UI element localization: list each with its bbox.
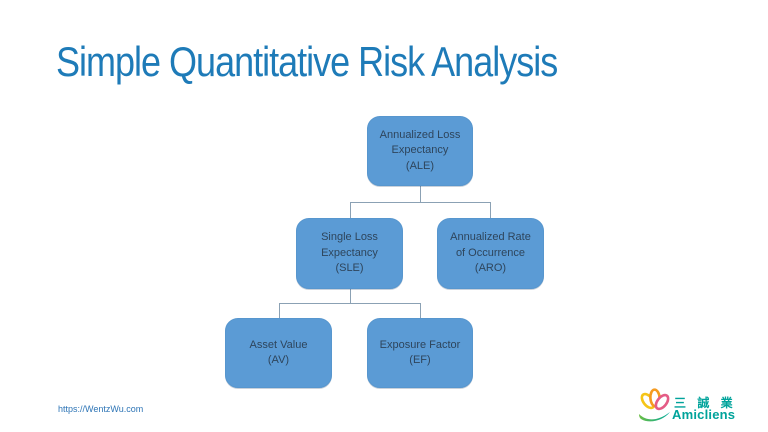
node-asset-value: Asset Value (AV) <box>225 318 332 388</box>
connector-sle-stem <box>350 289 351 304</box>
node-single-loss-expectancy: Single Loss Expectancy (SLE) <box>296 218 403 289</box>
node-exposure-factor: Exposure Factor (EF) <box>367 318 473 388</box>
flower-logo-icon <box>639 388 670 422</box>
footer-url-link[interactable]: https://WentzWu.com <box>58 404 144 414</box>
connector-ale-stem <box>420 186 421 203</box>
connector-aro-drop <box>490 202 491 218</box>
connector-av-drop <box>279 303 280 318</box>
logo-latin-text: Amicliens <box>672 407 736 422</box>
connector-sle-children-bar <box>279 303 421 304</box>
logo-cjk-text: 三 誠 業 <box>674 396 737 410</box>
connector-sle-drop <box>350 202 351 218</box>
connector-ef-drop <box>420 303 421 318</box>
node-annualized-rate-of-occurrence: Annualized Rate of Occurrence (ARO) <box>437 218 544 289</box>
node-annualized-loss-expectancy: Annualized Loss Expectancy (ALE) <box>367 116 473 186</box>
company-logo: 三 誠 業 Amicliens <box>637 387 749 427</box>
connector-ale-children-bar <box>350 202 491 203</box>
slide-title: Simple Quantitative Risk Analysis <box>56 38 558 86</box>
